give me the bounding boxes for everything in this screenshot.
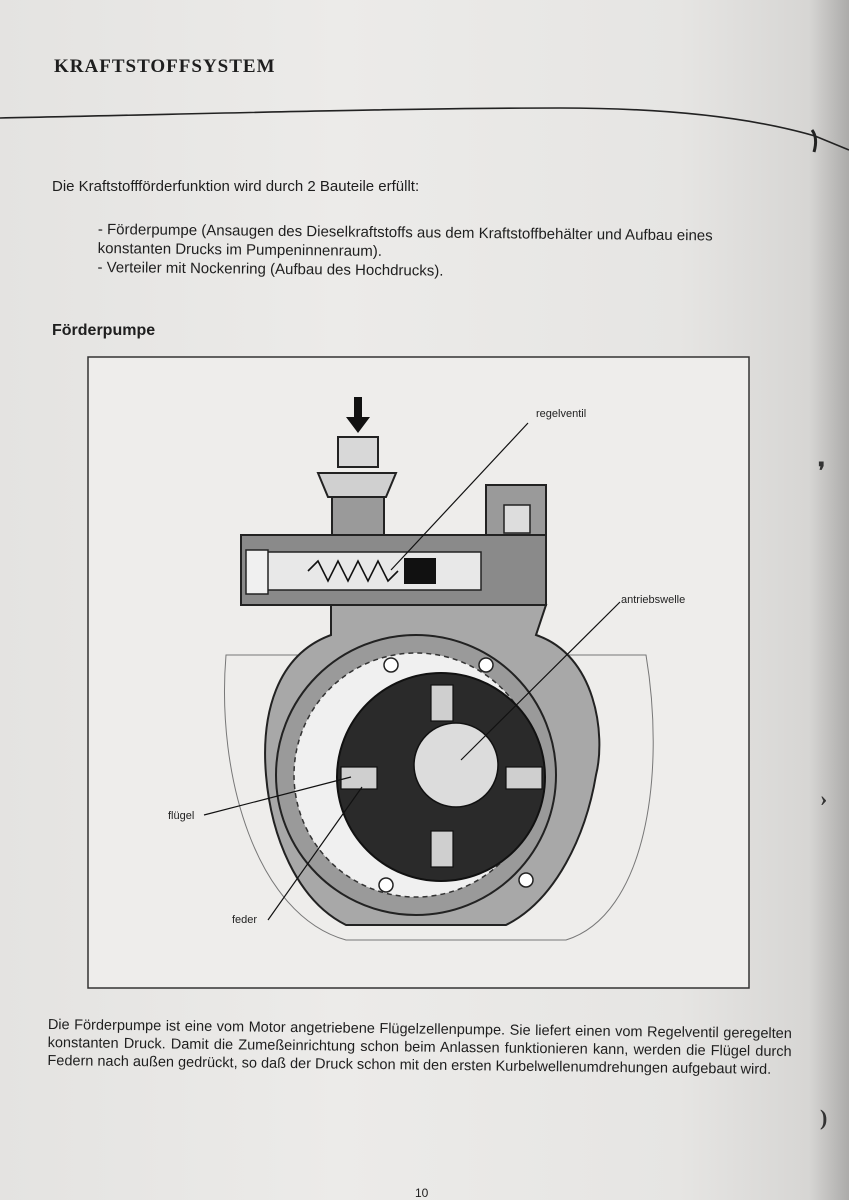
- label-antriebswelle: antriebswelle: [621, 594, 685, 606]
- page-number: 10: [415, 1186, 429, 1200]
- page-edge-shadow: [809, 0, 849, 1200]
- edge-mark: ›: [820, 786, 828, 811]
- label-fluegel: flügel: [168, 810, 194, 822]
- header-title: KRAFTSTOFFSYSTEM: [54, 56, 276, 77]
- label-regelventil: regelventil: [536, 408, 586, 420]
- header-rule: [0, 107, 849, 153]
- edge-mark: ): [820, 1105, 828, 1130]
- caption-text: Die Förderpumpe ist eine vom Motor anget…: [47, 1016, 792, 1078]
- pump-diagram: regelventil antriebswelle flügel feder: [87, 356, 750, 989]
- component-list: - Förderpumpe (Ansaugen des Dieselkrafts…: [97, 220, 798, 284]
- section-title: Förderpumpe: [52, 322, 156, 339]
- edge-mark: ❜: [818, 458, 826, 483]
- label-feder: feder: [232, 914, 257, 926]
- flow-arrow-icon: [346, 397, 370, 433]
- intro-text: Die Kraftstoffförderfunktion wird durch …: [52, 178, 420, 195]
